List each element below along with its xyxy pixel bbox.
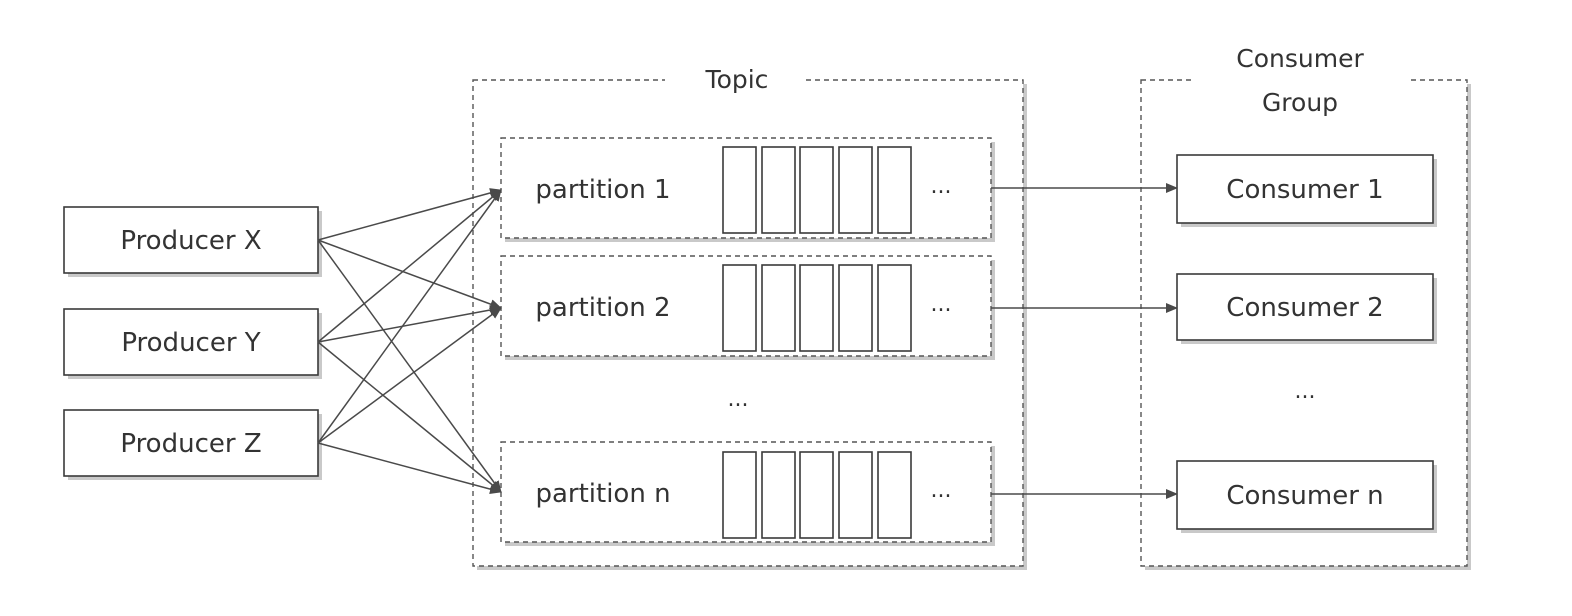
partition-gap-ellipsis: ...: [728, 387, 749, 412]
producer-label: Producer Y: [121, 328, 260, 358]
message-slot: [799, 146, 834, 234]
consumer-label: Consumer 1: [1226, 175, 1383, 205]
edge-py-p2: [317, 305, 502, 343]
message-slot: [877, 451, 912, 539]
topic-title: Topic: [705, 65, 769, 94]
edge-pz-p1: [317, 189, 502, 444]
partition-label: partition n: [535, 479, 670, 509]
edge-px-p2: [317, 239, 502, 309]
edge-pz-p2: [317, 307, 502, 444]
message-slot: [799, 451, 834, 539]
partition-label: partition 1: [535, 175, 670, 205]
message-slot: [799, 264, 834, 352]
consumer-group-title: Consumer: [1236, 44, 1364, 73]
consumer-box: Consumer n: [1176, 460, 1437, 533]
message-slot: [838, 146, 873, 234]
consumer-label: Consumer 2: [1226, 293, 1383, 323]
partition-row: partition n ...: [500, 441, 995, 546]
producer-box: Producer Y: [63, 308, 322, 379]
message-slot: [877, 146, 912, 234]
consumer-box: Consumer 1: [1176, 154, 1437, 227]
message-slot: [761, 264, 796, 352]
partition-ellipsis: ...: [931, 174, 952, 199]
partition-row: partition 2 ...: [500, 255, 995, 360]
producer-label: Producer X: [120, 226, 261, 256]
edges-layer: [317, 183, 1178, 499]
message-slot: [722, 264, 757, 352]
message-slot: [838, 264, 873, 352]
consumer-group-title-line2: Group: [1262, 88, 1338, 117]
edge-px-p1: [317, 188, 502, 241]
edge-py-pn: [317, 341, 502, 493]
partition-ellipsis: ...: [931, 478, 952, 503]
edge-pz-pn: [317, 442, 502, 494]
message-slot: [722, 146, 757, 234]
message-slot: [761, 451, 796, 539]
partition-ellipsis: ...: [931, 292, 952, 317]
consumer-gap-ellipsis: ...: [1295, 379, 1316, 404]
producer-box: Producer Z: [63, 409, 322, 480]
producer-box: Producer X: [63, 206, 322, 277]
partition-label: partition 2: [535, 293, 670, 323]
producer-label: Producer Z: [120, 429, 261, 459]
message-slot: [838, 451, 873, 539]
partition-row: partition 1 ...: [500, 137, 995, 242]
message-slot: [877, 264, 912, 352]
consumer-box: Consumer 2: [1176, 273, 1437, 344]
edge-py-p1: [317, 189, 502, 343]
edge-px-pn: [317, 239, 502, 493]
message-slot: [761, 146, 796, 234]
message-slot: [722, 451, 757, 539]
consumer-label: Consumer n: [1226, 481, 1383, 511]
